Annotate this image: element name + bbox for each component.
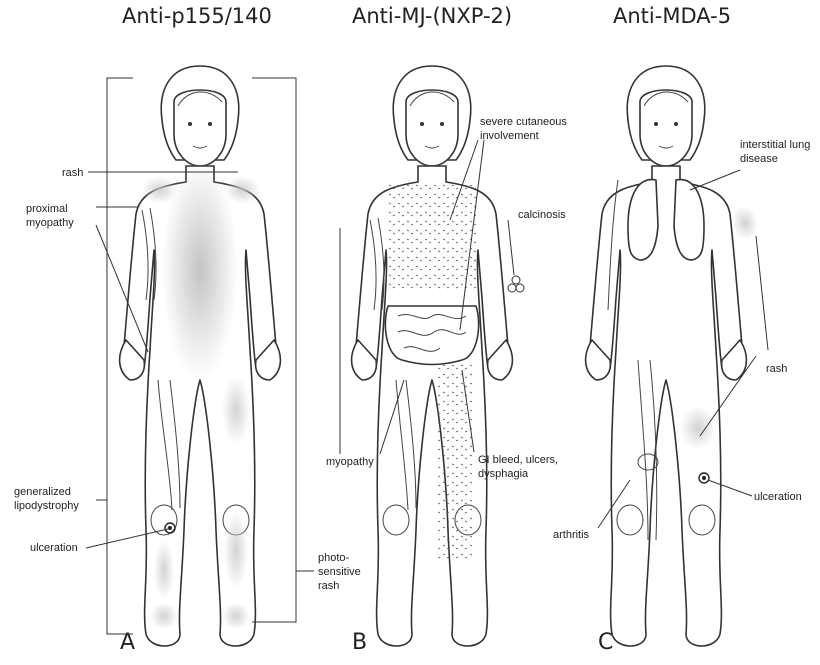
label-b-calcinosis: calcinosis — [518, 208, 566, 222]
figure-a — [120, 66, 281, 646]
label-c-ild-2: disease — [740, 152, 778, 166]
label-c-ulceration: ulceration — [754, 490, 802, 504]
label-a-photosensitive-1: photo- — [318, 551, 349, 565]
label-c-arthritis: arthritis — [553, 528, 589, 542]
label-a-proximal-2: myopathy — [26, 216, 74, 230]
label-a-lipodystrophy-1: generalized — [14, 485, 71, 499]
figure-c — [586, 66, 762, 646]
label-b-myopathy: myopathy — [326, 455, 374, 469]
label-b-cutaneous-2: involvement — [480, 129, 539, 143]
label-a-proximal-1: proximal — [26, 202, 68, 216]
figure-b — [352, 66, 524, 646]
label-a-rash: rash — [62, 166, 83, 180]
label-b-gi-1: GI bleed, ulcers, — [478, 453, 558, 467]
label-a-photosensitive-2: sensitive — [318, 565, 361, 579]
label-a-ulceration: ulceration — [30, 541, 78, 555]
label-b-gi-2: dysphagia — [478, 467, 528, 481]
label-c-ild-1: interstitial lung — [740, 138, 810, 152]
label-a-lipodystrophy-2: lipodystrophy — [14, 499, 79, 513]
label-c-rash: rash — [766, 362, 787, 376]
label-b-cutaneous-1: severe cutaneous — [480, 115, 567, 129]
label-a-photosensitive-3: rash — [318, 579, 339, 593]
